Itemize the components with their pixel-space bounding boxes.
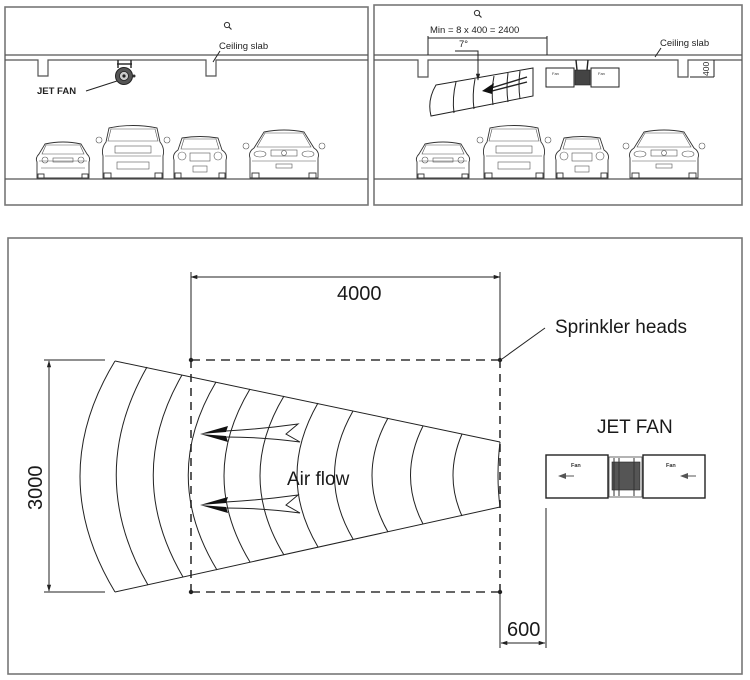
airflow-arrow-icon [200, 494, 301, 514]
magnifier-icon [473, 9, 483, 19]
car-1 [35, 141, 91, 179]
airflow-cone [79, 360, 501, 593]
airflow-label: Air flow [287, 469, 350, 490]
car-4 [242, 129, 326, 179]
plan-frame [7, 237, 743, 675]
sprinkler-head [497, 357, 503, 363]
car-2 [95, 125, 171, 179]
length-dimension-label: 4000 [337, 283, 382, 305]
svg-text:Fan: Fan [598, 71, 605, 76]
car-3 [555, 136, 609, 179]
jet-fan-front-view [115, 60, 136, 85]
fan-silencer-right [642, 454, 706, 499]
panel-frame-left [4, 6, 369, 206]
plan-view: 4000 Sprinkler heads 3000 [7, 237, 743, 675]
ceiling-slab-leader [654, 47, 662, 58]
min-spacing-label: Min = 8 x 400 = 2400 [430, 25, 519, 36]
ceiling-slab-beams [5, 59, 368, 77]
ceiling-slab-leader [212, 50, 221, 63]
magnifier-icon [223, 21, 233, 31]
fan-box-right-label: Fan [666, 463, 676, 469]
fan-box-left-label: Fan [571, 463, 581, 469]
fan-silencer-left [545, 454, 609, 499]
sprinkler-heads-label: Sprinkler heads [555, 317, 687, 338]
tilted-airflow-cone [429, 67, 534, 117]
section-view-left: Ceiling slab JET FAN [4, 6, 369, 206]
panel-frame-right [373, 4, 743, 206]
svg-text:Fan: Fan [552, 71, 559, 76]
jet-fan-plan: Fan Fan [545, 454, 706, 499]
car-1 [415, 141, 471, 179]
jet-fan-side-view: Fan Fan [545, 59, 620, 88]
ceiling-slab-beams [374, 59, 742, 78]
car-2 [476, 125, 552, 179]
sprinkler-leader [501, 327, 546, 360]
jet-fan-label: JET FAN [37, 86, 76, 97]
width-dimension-label: 3000 [25, 466, 47, 511]
car-4 [622, 129, 706, 179]
sprinkler-head [188, 589, 194, 595]
angle-label: 7° [459, 39, 468, 50]
ceiling-slab-label: Ceiling slab [660, 38, 709, 49]
sprinkler-head [188, 357, 194, 363]
angle-leader [455, 50, 481, 81]
jet-fan-leader [85, 80, 118, 92]
section-view-right: Min = 8 x 400 = 2400 7° Fan Fan [373, 4, 743, 206]
offset-dimension-label: 600 [507, 619, 540, 641]
jet-fan-label: JET FAN [597, 417, 673, 438]
ceiling-slab-label: Ceiling slab [219, 41, 268, 52]
car-3 [173, 136, 227, 179]
depth-label: 400 [701, 62, 711, 76]
airflow-arrow-icon [200, 423, 301, 443]
